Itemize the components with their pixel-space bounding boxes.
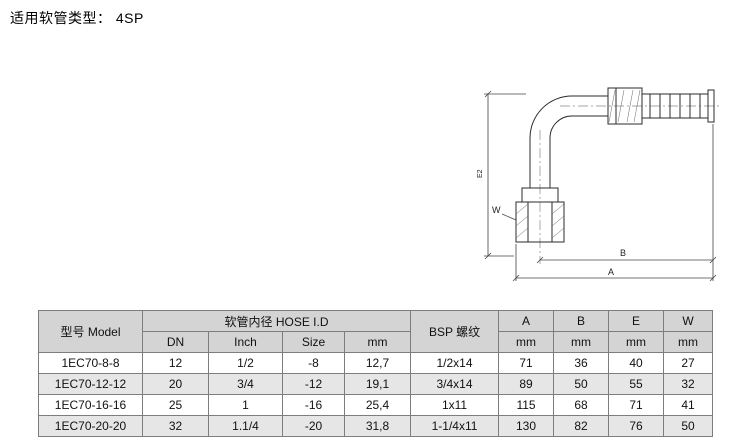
cell-model: 1EC70-8-8	[38, 352, 143, 374]
spec-table-wrap: 型号 Model 软管内径 HOSE I.D BSP 螺纹 A B E W DN…	[38, 310, 714, 437]
cell-w: 50	[663, 415, 714, 437]
col-header-hose-id: 软管内径 HOSE I.D	[141, 310, 412, 332]
spec-table: 型号 Model 软管内径 HOSE I.D BSP 螺纹 A B E W DN…	[38, 310, 714, 437]
cell-dn: 12	[142, 352, 209, 374]
col-header-model: 型号 Model	[38, 310, 143, 353]
dim-label-w: W	[492, 205, 501, 215]
cell-bsp: 1/2x14	[410, 352, 500, 374]
cell-model: 1EC70-12-12	[38, 373, 143, 395]
fitting-drawing: E2 W B A	[468, 38, 730, 294]
table-row: 1EC70-16-16 25 1 -16 25,4 1x11 115 68 71…	[38, 394, 714, 416]
col-header-b: B	[553, 310, 610, 332]
cell-w: 27	[663, 352, 714, 374]
cell-dn: 20	[142, 373, 209, 395]
header-row-1: 型号 Model 软管内径 HOSE I.D BSP 螺纹 A B E W	[38, 310, 714, 353]
elbow-fitting-svg: E2 W B A	[477, 87, 722, 282]
table-row: 1EC70-8-8 12 1/2 -8 12,7 1/2x14 71 36 40…	[38, 352, 714, 374]
cell-b: 68	[553, 394, 610, 416]
col-header-bsp: BSP 螺纹	[410, 310, 500, 353]
cell-a: 71	[498, 352, 555, 374]
col-header-w: W	[663, 310, 714, 332]
cell-e: 71	[608, 394, 665, 416]
cell-w: 32	[663, 373, 714, 395]
table-row: 1EC70-12-12 20 3/4 -12 19,1 3/4x14 89 50…	[38, 373, 714, 395]
dimension-lines	[484, 90, 717, 282]
cell-e: 55	[608, 373, 665, 395]
col-header-size: Size	[282, 331, 345, 353]
cell-inch: 1/2	[208, 352, 283, 374]
col-header-e-mm: mm	[608, 331, 665, 353]
col-header-a-mm: mm	[498, 331, 555, 353]
cell-size: -12	[282, 373, 345, 395]
hatching	[515, 89, 641, 239]
cell-inch: 1	[208, 394, 283, 416]
cell-dn: 25	[142, 394, 209, 416]
cell-b: 50	[553, 373, 610, 395]
cell-dn: 32	[142, 415, 209, 437]
cell-mm: 19,1	[343, 373, 412, 395]
cell-size: -20	[282, 415, 345, 437]
cell-b: 82	[553, 415, 610, 437]
col-header-e: E	[608, 310, 665, 332]
cell-bsp: 3/4x14	[410, 373, 500, 395]
hose-type-label: 适用软管类型： 4SP	[10, 10, 144, 26]
cell-size: -8	[282, 352, 345, 374]
cell-model: 1EC70-20-20	[38, 415, 143, 437]
col-header-mm: mm	[343, 331, 412, 353]
col-header-a: A	[498, 310, 555, 332]
center-lines	[539, 105, 722, 264]
cell-e: 76	[608, 415, 665, 437]
cell-bsp: 1-1/4x11	[410, 415, 500, 437]
cell-b: 36	[553, 352, 610, 374]
col-header-dn: DN	[142, 331, 209, 353]
swivel-nut	[515, 201, 565, 243]
cell-model: 1EC70-16-16	[38, 394, 143, 416]
dim-label-a: A	[608, 267, 614, 277]
fitting-outline	[515, 87, 715, 243]
col-header-inch: Inch	[208, 331, 283, 353]
cell-a: 89	[498, 373, 555, 395]
cell-e: 40	[608, 352, 665, 374]
dim-label-b: B	[620, 248, 626, 258]
cell-mm: 12,7	[343, 352, 412, 374]
cell-a: 115	[498, 394, 555, 416]
cell-mm: 25,4	[343, 394, 412, 416]
cell-size: -16	[282, 394, 345, 416]
cell-bsp: 1x11	[410, 394, 500, 416]
cell-inch: 3/4	[208, 373, 283, 395]
cell-mm: 31,8	[343, 415, 412, 437]
cell-inch: 1.1/4	[208, 415, 283, 437]
cell-a: 130	[498, 415, 555, 437]
cell-w: 41	[663, 394, 714, 416]
dim-label-e2: E2	[477, 169, 484, 178]
table-row: 1EC70-20-20 32 1.1/4 -20 31,8 1-1/4x11 1…	[38, 415, 714, 437]
col-header-w-mm: mm	[663, 331, 714, 353]
col-header-b-mm: mm	[553, 331, 610, 353]
